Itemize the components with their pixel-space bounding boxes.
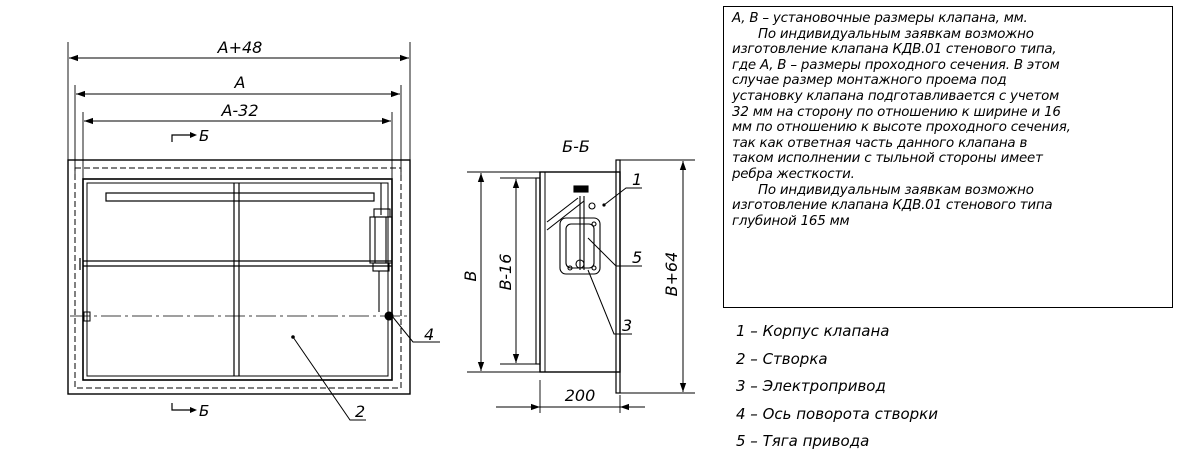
note-line: случае размер монтажного проема под (732, 73, 1007, 89)
actuator-front (369, 183, 394, 321)
legend-item: 4 – Ось поворота створки (736, 404, 938, 423)
note-line: где A, B – размеры проходного сечения. В… (732, 57, 1060, 73)
front-view (67, 42, 440, 421)
notes-box: A, B – установочные размеры клапана, мм.… (723, 6, 1173, 308)
actuator-section (559, 185, 601, 275)
legend-item: 5 – Тяга привода (736, 432, 870, 450)
legend-item: 3 – Электропривод (736, 377, 886, 395)
section-mark-bottom: Б (199, 402, 209, 420)
outer-frame (67, 159, 411, 395)
callout-1: 1 (632, 170, 642, 189)
callout-2: 2 (355, 402, 365, 421)
note-line: По индивидуальным заявкам возможно (758, 182, 1034, 198)
note-line: так как ответная часть данного клапана в (732, 135, 1028, 151)
dim-label-a-minus-32: A-32 (220, 101, 258, 120)
note-line: глубиной 165 мм (732, 213, 850, 229)
dim-label-a-plus-48: A+48 (217, 38, 263, 57)
note-line: ребра жесткости. (732, 166, 855, 182)
note-line: таком исполнении с тыльной стороны имеет (732, 151, 1043, 167)
blade-top-bar (105, 192, 375, 202)
dim-label-b-minus-16: B-16 (496, 254, 515, 291)
note-line: изготовление клапана КДВ.01 стенового ти… (732, 198, 1053, 214)
legend-item: 1 – Корпус клапана (736, 322, 890, 340)
inner-flange (82, 178, 393, 381)
note-line: A, B – установочные размеры клапана, мм. (732, 11, 1028, 26)
callout-5: 5 (632, 248, 642, 267)
dim-label-b: B (461, 271, 480, 282)
callout-4: 4 (424, 325, 434, 344)
note-line: установку клапана подготавливается с уче… (732, 88, 1060, 104)
section-view (467, 159, 695, 413)
section-title: Б-Б (562, 137, 590, 156)
note-line: изготовление клапана КДВ.01 стенового ти… (732, 42, 1057, 58)
parts-legend: 1 – Корпус клапана 2 – Створка 3 – Элект… (736, 318, 938, 456)
dim-label-200: 200 (565, 386, 596, 405)
dim-label-a: A (234, 73, 246, 92)
section-mark-top: Б (199, 127, 209, 145)
callout-3: 3 (622, 316, 632, 335)
note-line: 32 мм на сторону по отношению к ширине и… (732, 104, 1061, 120)
note-line: мм по отношению к высоте проходного сече… (732, 120, 1071, 136)
hidden-contour (74, 167, 402, 389)
legend-item: 2 – Створка (736, 349, 828, 368)
dim-label-b-plus-64: B+64 (662, 252, 681, 297)
note-line: По индивидуальным заявкам возможно (758, 26, 1034, 42)
